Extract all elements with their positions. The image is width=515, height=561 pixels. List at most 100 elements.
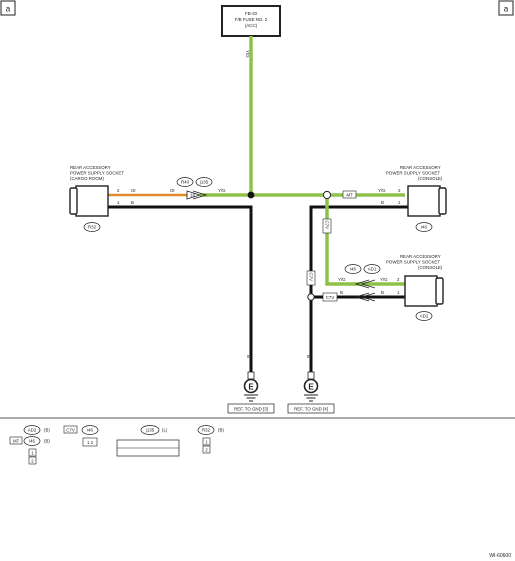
legend-i46-b: i46: [87, 428, 93, 433]
socket-console1-code: i46: [421, 225, 427, 230]
legend-ad2: AD2: [28, 428, 37, 433]
wire-label-console1-pos: Y/G: [378, 188, 386, 193]
socket-console2-body: [404, 275, 438, 307]
connector-r40-oval: [176, 177, 194, 187]
socket-console2-code-oval: [415, 311, 433, 321]
legend-r32-pinbox-2: [202, 445, 211, 454]
junction-ground-hollow: [307, 293, 315, 301]
ground-right-ref: REF. TO GND [4]: [294, 406, 328, 411]
ground-right-terminal: [307, 371, 315, 380]
wire-label-cargo-pos3: Y/G: [218, 188, 226, 193]
connector-console2-neg-b: [360, 292, 376, 302]
socket-console1-code-oval: [415, 222, 433, 232]
connector-console2-pos-a: [354, 279, 370, 289]
legend-r32-oval: [197, 425, 215, 435]
connector-i46b: i46: [350, 267, 356, 272]
ground-left-ref: REF. TO GND [3]: [234, 406, 268, 411]
socket-console2-pin-pos: 2: [397, 277, 400, 282]
connector-pin-18: 18: [190, 193, 195, 198]
connector-cargo-pin-tip: [192, 190, 208, 200]
legend-r32-color: (B): [218, 428, 224, 433]
connector-c7v-a: C7V: [325, 221, 330, 230]
socket-cargo-code: R32: [88, 225, 97, 230]
socket-console1-cap: [438, 187, 447, 215]
legend-j135-color: (L): [162, 428, 168, 433]
socket-console2-code: AD2: [420, 314, 429, 319]
socket-cargo-line1: REAR ACCESSORY: [70, 165, 111, 170]
connector-ad1-oval: [363, 264, 381, 274]
ground-left-circle: [243, 378, 259, 394]
junction-main: [247, 191, 255, 199]
legend-i46-a-color: (B): [44, 439, 50, 444]
wire-label-console2-pos1: Y/G: [338, 277, 346, 282]
socket-cargo-line3: (CARGO ROOM): [70, 176, 104, 181]
connector-console2-pos-b: [360, 279, 376, 289]
ground-left-ref-box: [227, 403, 275, 414]
connector-m7: M7: [346, 193, 353, 198]
fuse-line2: F/B FUSE NO. 2: [235, 17, 268, 22]
connector-c7v-b: C7V: [309, 273, 314, 282]
connector-m7-box: [342, 190, 357, 199]
corner-label-right-box: [498, 0, 514, 16]
legend-m7-box: [9, 436, 23, 445]
legend-j135-oval: [140, 425, 160, 435]
connector-ad1: AD1: [368, 267, 377, 272]
connector-cargo-pin-body: [186, 190, 202, 200]
socket-console2-pin-neg: 1: [397, 290, 400, 295]
legend-i46-b-pins: 1 2: [87, 440, 94, 445]
legend-pin-1: 1: [31, 451, 34, 456]
wire-label-console1-neg: B: [381, 200, 384, 205]
socket-cargo-pin-neg: 1: [117, 200, 120, 205]
legend-i46-oval: [23, 436, 41, 446]
socket-console1-line3: (CONSOLE): [418, 176, 443, 181]
connector-j135: j135: [199, 180, 209, 185]
wire-label-fuse-drop: Y/G: [245, 50, 250, 58]
wire-label-console2-neg: B: [340, 290, 343, 295]
socket-cargo-body: [75, 185, 109, 217]
wire-console1-ground: [309, 205, 408, 378]
legend-pin-2: 2: [31, 459, 34, 464]
legend-r32: R32: [202, 428, 211, 433]
wire-label-console2-neg2: B: [381, 290, 384, 295]
connector-i46-oval: [344, 264, 362, 274]
legend-i46-a: i46: [29, 439, 35, 444]
legend-j135: j135: [145, 428, 155, 433]
socket-console2-line2: POWER SUPPLY SOCKET: [386, 260, 440, 265]
legend-i46-b-oval: [81, 425, 99, 435]
socket-cargo-pin-pos: 2: [117, 188, 120, 193]
socket-console1-line1: REAR ACCESSORY: [400, 165, 441, 170]
connector-j135-oval: [195, 177, 213, 187]
legend-r32-pin2: 2: [205, 448, 208, 453]
wire-label-cargo-pos1: Or: [131, 188, 136, 193]
wire-cargo-ground: [108, 205, 253, 378]
socket-console2-cap: [435, 277, 444, 305]
ground-left-symbol: E: [248, 383, 254, 392]
corner-label-left: a: [6, 5, 11, 14]
wire-label-ground-left: B: [246, 355, 251, 358]
connector-r40: R40: [181, 180, 190, 185]
wire-label-cargo-neg: B: [131, 200, 134, 205]
socket-cargo-line2: POWER SUPPLY SOCKET: [70, 171, 124, 176]
corner-label-left-box: [0, 0, 16, 16]
corner-label-right: a: [504, 5, 509, 14]
wire-label-cargo-pos2: Or: [170, 188, 175, 193]
junction-right-hollow: [322, 190, 332, 200]
socket-console1-pin-neg: 1: [398, 200, 401, 205]
legend-r32-pinbox-1: [202, 437, 211, 446]
connector-c7v-b-box: [306, 270, 316, 286]
ground-right-circle: [303, 378, 319, 394]
socket-cargo-code-oval: [83, 222, 101, 232]
legend-r32-pin1: 1: [205, 440, 208, 445]
socket-console1-line2: POWER SUPPLY SOCKET: [386, 171, 440, 176]
legend-ad2-color: (B): [44, 428, 50, 433]
fuse-line3: (ACC): [245, 23, 258, 28]
legend-i46-b-pinbox: [82, 437, 98, 447]
connector-c7v-c: C7V: [326, 295, 335, 300]
ground-left-terminal: [247, 371, 255, 380]
legend-c7v-box: [63, 425, 78, 434]
wire-label-ground-right: B: [306, 355, 311, 358]
socket-console1-body: [407, 185, 441, 217]
fuse-line1: FB-33: [245, 11, 258, 16]
connector-c7v-a-box: [322, 218, 332, 234]
